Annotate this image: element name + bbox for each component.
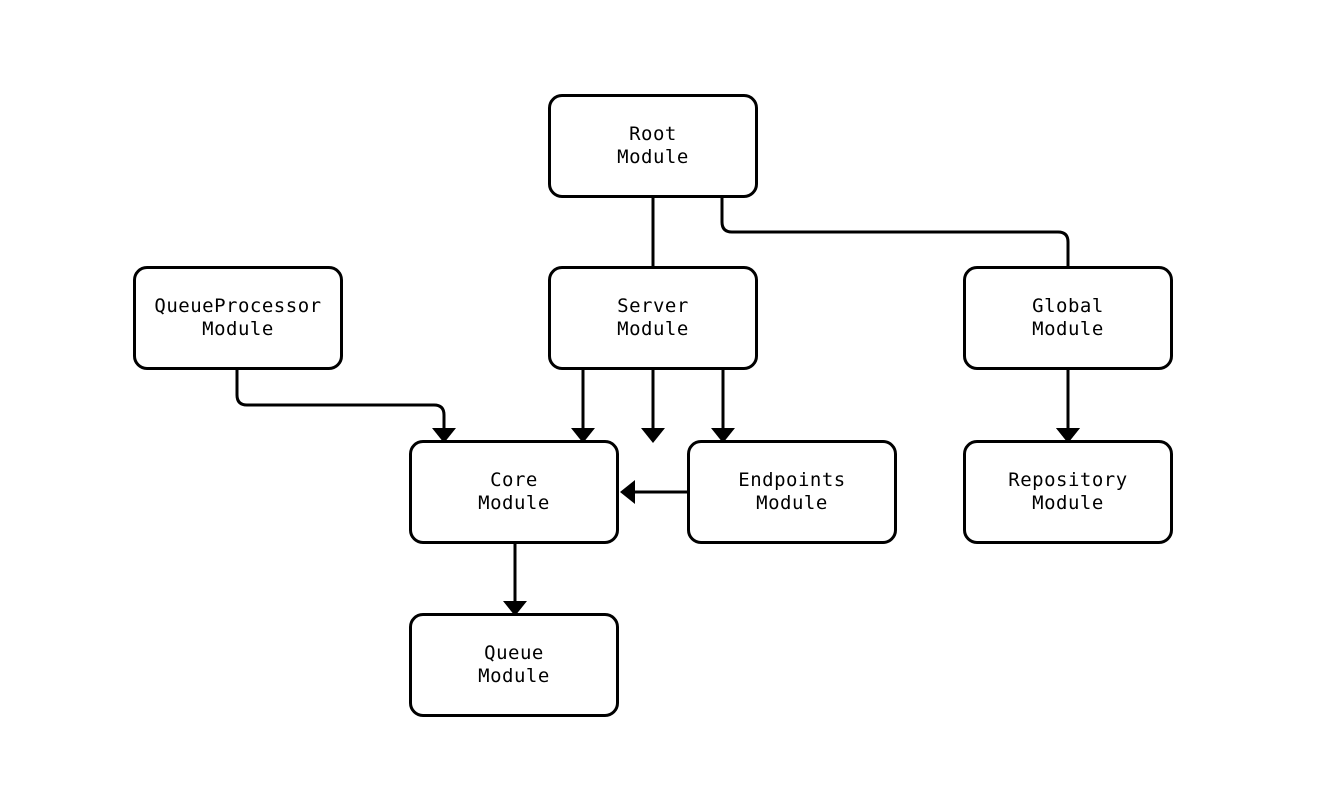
edge-core-to-queue (503, 544, 527, 616)
node-queue-label: Queue Module (478, 642, 550, 687)
edge-queueprocessor-to-core (235, 370, 456, 443)
node-core[interactable]: Core Module (409, 440, 619, 544)
edge-server-to-endpoints (711, 370, 735, 443)
node-root[interactable]: Root Module (548, 94, 758, 198)
node-global-label: Global Module (1032, 295, 1104, 340)
node-queueprocessor-label: QueueProcessor Module (154, 295, 322, 340)
node-queueprocessor[interactable]: QueueProcessor Module (133, 266, 343, 370)
node-global[interactable]: Global Module (963, 266, 1173, 370)
node-server[interactable]: Server Module (548, 266, 758, 370)
edge-server-to-core (571, 370, 595, 443)
node-queue[interactable]: Queue Module (409, 613, 619, 717)
edge-global-to-repository (1056, 370, 1080, 443)
node-repository[interactable]: Repository Module (963, 440, 1173, 544)
node-core-label: Core Module (478, 469, 550, 514)
node-endpoints-label: Endpoints Module (738, 469, 846, 514)
node-server-label: Server Module (617, 295, 689, 340)
node-repository-label: Repository Module (1008, 469, 1128, 514)
node-root-label: Root Module (617, 123, 689, 168)
node-endpoints[interactable]: Endpoints Module (687, 440, 897, 544)
edge-endpoints-to-core (620, 480, 687, 504)
